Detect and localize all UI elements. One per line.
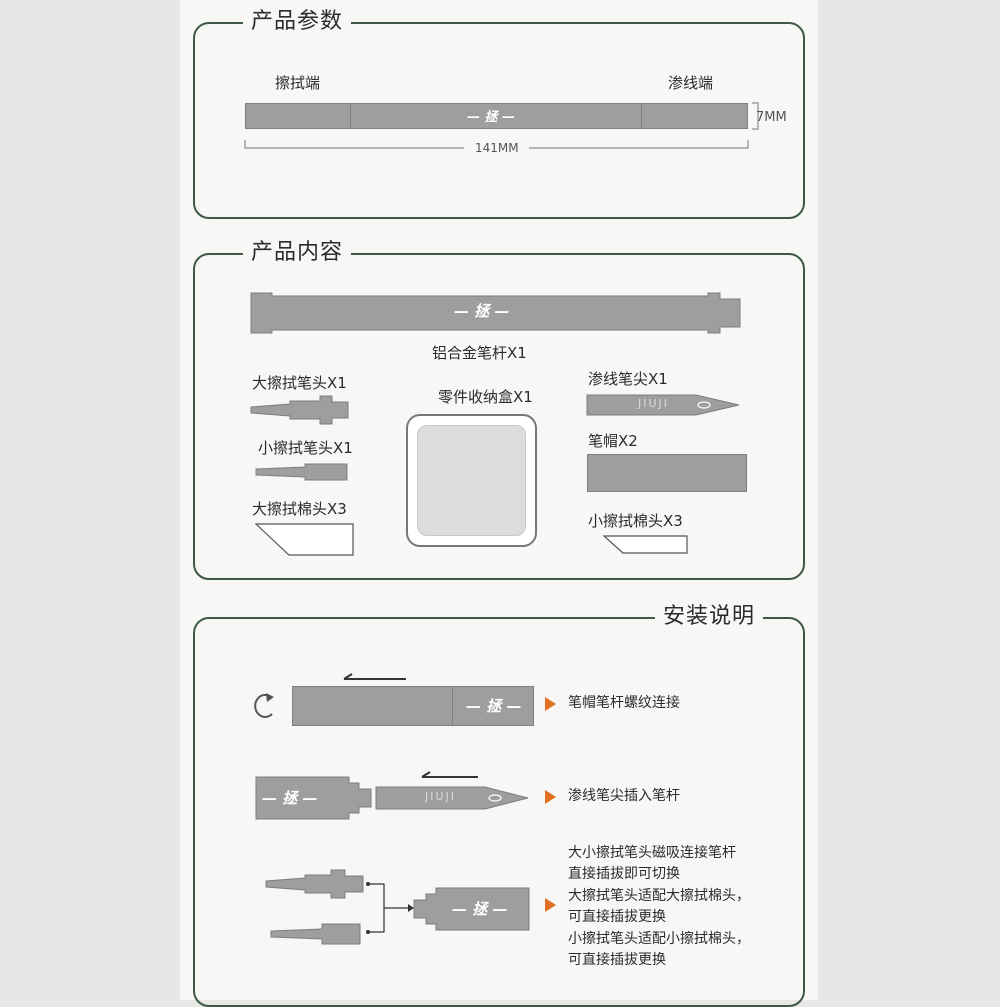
ink-tip-mark: JIUJI	[638, 397, 670, 410]
step2-slide-arrow	[421, 771, 478, 778]
step1-pen-end	[452, 686, 534, 726]
contents-title: 产品内容	[243, 238, 352, 268]
step2-logo: — 拯 —	[262, 789, 318, 807]
big-cotton-label: 大擦拭棉头X3	[252, 500, 347, 518]
step3-bullet-arrow	[545, 898, 556, 912]
params-title: 产品参数	[243, 7, 352, 37]
step2-ink-tip	[375, 786, 529, 810]
ink-tip-label: 渗线笔尖X1	[588, 370, 668, 388]
length-dimension-line	[244, 140, 749, 149]
small-tip-drawing	[255, 463, 348, 481]
erase-end-label: 擦拭端	[275, 74, 321, 92]
ink-end-label: 渗线端	[668, 74, 714, 92]
pen-body-logo: — 拯 —	[454, 302, 510, 320]
step1-text: 笔帽笔杆螺纹连接	[568, 695, 680, 711]
step3-big-tip	[265, 869, 364, 899]
storage-box-inner	[417, 425, 526, 536]
step2-pen-body	[255, 776, 372, 820]
pen-spec-drawing: — 拯 —	[245, 103, 748, 129]
ink-tip-drawing	[586, 394, 740, 416]
big-tip-drawing	[250, 395, 349, 425]
params-section: 产品参数	[193, 7, 805, 219]
step3-line-1: 大小擦拭笔头磁吸连接笔杆	[568, 845, 736, 861]
step3-line-5: 小擦拭笔头适配小擦拭棉头，	[568, 931, 750, 947]
storage-box-label: 零件收纳盒X1	[438, 388, 533, 406]
ink-end-segment	[641, 103, 748, 129]
diameter-bracket	[752, 102, 759, 130]
step3-small-tip	[270, 923, 361, 945]
cap-drawing	[587, 454, 747, 492]
step2-text: 渗线笔尖插入笔杆	[568, 788, 680, 804]
small-tip-label: 小擦拭笔头X1	[258, 439, 353, 457]
step1-bullet-arrow	[545, 697, 556, 711]
cap-label: 笔帽X2	[588, 432, 638, 450]
contents-section: 产品内容	[193, 238, 805, 580]
step3-line-4: 可直接插拔更换	[568, 909, 666, 925]
diameter-label: 7MM	[756, 110, 787, 125]
small-cotton-drawing	[603, 535, 688, 554]
step2-bullet-arrow	[545, 790, 556, 804]
length-label: 141MM	[475, 141, 519, 155]
step1-slide-arrow	[343, 673, 406, 680]
big-cotton-drawing	[255, 523, 354, 556]
brand-logo: — 拯 —	[467, 110, 516, 125]
erase-end-segment	[245, 103, 351, 129]
install-title: 安装说明	[655, 602, 764, 632]
rotate-icon	[254, 693, 274, 718]
pen-body-drawing	[250, 292, 741, 334]
step3-line-3: 大擦拭笔头适配大擦拭棉头，	[568, 888, 750, 904]
step3-connector	[366, 882, 414, 934]
big-tip-label: 大擦拭笔头X1	[252, 374, 347, 392]
step1-cap	[292, 686, 453, 726]
pen-body-label: 铝合金笔杆X1	[432, 344, 527, 362]
step2-ink-tip-mark: JIUJI	[425, 790, 457, 803]
step1-logo: — 拯 —	[466, 697, 522, 715]
step3-pen-body	[413, 887, 530, 931]
step3-line-2: 直接插拔即可切换	[568, 866, 680, 882]
step3-logo: — 拯 —	[452, 900, 508, 918]
storage-box-drawing	[406, 414, 537, 547]
small-cotton-label: 小擦拭棉头X3	[588, 512, 683, 530]
step3-line-6: 可直接插拔更换	[568, 952, 666, 968]
